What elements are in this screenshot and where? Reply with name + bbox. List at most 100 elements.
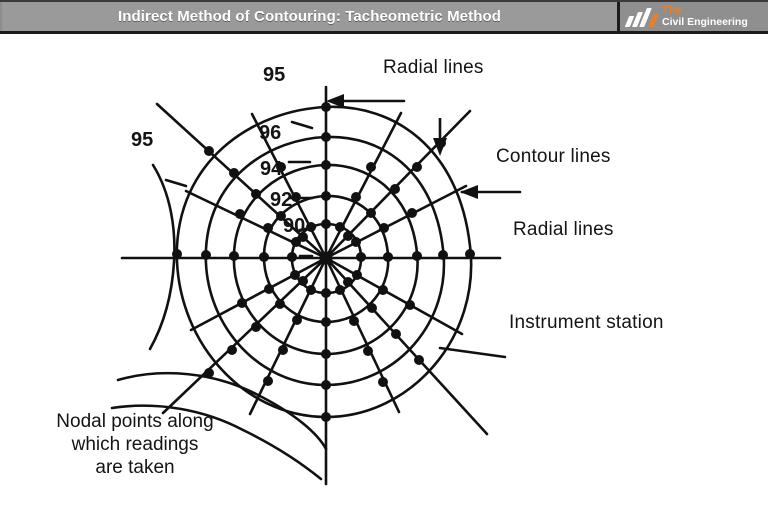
radial-line-sse xyxy=(324,256,401,414)
nodal-point xyxy=(383,252,393,262)
caption-line-3: are taken xyxy=(95,457,175,479)
nodal-point xyxy=(298,276,308,286)
nodal-point xyxy=(407,208,417,218)
nodal-points-caption: Nodal points along which readings are ta… xyxy=(20,410,250,480)
annotation-radial-lines-right: Radial lines xyxy=(513,219,614,240)
nodal-point xyxy=(229,168,239,178)
nodal-points-group xyxy=(172,102,475,422)
annotation-instrument-station: Instrument station xyxy=(509,312,664,333)
nodal-point xyxy=(436,138,446,148)
nodal-point xyxy=(366,162,376,172)
title-cell: Indirect Method of Contouring: Tacheomet… xyxy=(0,2,620,31)
nodal-point xyxy=(292,315,302,325)
contour-label-96: 96 xyxy=(259,122,282,144)
nodal-point xyxy=(378,377,388,387)
nodal-point xyxy=(276,162,286,172)
nodal-point xyxy=(343,231,353,241)
nodal-point xyxy=(412,251,422,261)
diagram-stage: 95 95 96 94 92 90 Radial lines Contour l… xyxy=(0,34,768,509)
nodal-point xyxy=(405,300,415,310)
nodal-point xyxy=(263,376,273,386)
radial-line-nw xyxy=(155,102,328,260)
nodal-point xyxy=(201,250,211,260)
nodal-point xyxy=(276,211,286,221)
arrowhead-radial-lines-top xyxy=(326,94,344,108)
contour-label-90: 90 xyxy=(283,215,306,237)
nodal-point xyxy=(204,368,214,378)
nodal-point xyxy=(278,345,288,355)
caption-line-1: Nodal points along xyxy=(56,411,214,432)
annotation-radial-lines-top: Radial lines xyxy=(383,57,484,78)
nodal-point xyxy=(275,299,285,309)
leader-label-95-left xyxy=(164,178,188,188)
nodal-point xyxy=(321,219,331,229)
nodal-point xyxy=(321,349,331,359)
leader-label-95-top xyxy=(290,120,314,130)
radial-line-ese xyxy=(324,256,464,336)
brand-logo[interactable]: The Civil Engineering xyxy=(620,2,768,31)
nodal-point xyxy=(321,132,331,142)
nodal-point xyxy=(321,102,331,112)
nodal-point xyxy=(321,160,331,170)
nodal-point xyxy=(291,237,301,247)
tacheometric-contouring-diagram xyxy=(110,85,522,486)
contour-open-arc-bottom-1 xyxy=(116,371,328,451)
contour-open-arc-left-95 xyxy=(148,163,176,351)
nodal-point xyxy=(235,209,245,219)
nodal-point xyxy=(465,249,475,259)
nodal-point xyxy=(227,345,237,355)
nodal-point xyxy=(349,316,359,326)
nodal-point xyxy=(378,285,388,295)
page-title: Indirect Method of Contouring: Tacheomet… xyxy=(117,8,502,25)
nodal-point xyxy=(251,322,261,332)
instrument-station-point xyxy=(319,251,333,265)
nodal-point xyxy=(321,412,331,422)
nodal-point xyxy=(343,277,353,287)
nodal-point xyxy=(363,346,373,356)
contour-label-95-top: 95 xyxy=(263,64,286,86)
nodal-point xyxy=(291,192,301,202)
leader-instrument-station xyxy=(438,346,507,359)
slash-mark-logo-icon xyxy=(624,6,660,28)
radial-line-wsw xyxy=(189,256,328,332)
radial-line-nne xyxy=(324,111,403,260)
nodal-point xyxy=(356,252,366,262)
header-bar: Indirect Method of Contouring: Tacheomet… xyxy=(0,0,768,34)
nodal-point xyxy=(412,162,422,172)
contour-label-92: 92 xyxy=(270,189,293,211)
nodal-point xyxy=(366,208,376,218)
contour-open-arc-bottom-2 xyxy=(110,404,323,481)
nodal-point xyxy=(335,222,345,232)
caption-line-2: which readings xyxy=(71,434,199,456)
radial-line-sw xyxy=(161,256,328,415)
nodal-point xyxy=(321,380,331,390)
radial-line-se xyxy=(324,256,489,436)
arrowhead-contour-lines xyxy=(460,185,478,199)
nodal-point xyxy=(251,189,261,199)
radial-line-ene xyxy=(324,184,468,260)
nodal-point xyxy=(351,192,361,202)
logo-line-the: The xyxy=(662,4,682,17)
nodal-point xyxy=(351,237,361,247)
nodal-point xyxy=(204,146,214,156)
nodal-point xyxy=(229,251,239,261)
nodal-point xyxy=(298,232,308,242)
radial-line-wnw xyxy=(184,189,328,260)
nodal-point xyxy=(367,303,377,313)
nodal-point xyxy=(264,284,274,294)
nodal-point xyxy=(263,223,273,233)
nodal-point xyxy=(237,298,247,308)
nodal-point xyxy=(287,252,297,262)
logo-line-civil-engineering: Civil Engineering xyxy=(662,16,748,29)
nodal-point xyxy=(321,288,331,298)
nodal-point xyxy=(352,270,362,280)
nodal-point xyxy=(390,184,400,194)
nodal-point xyxy=(290,270,300,280)
nodal-point xyxy=(321,191,331,201)
contour-label-95-left: 95 xyxy=(131,129,154,151)
nodal-point xyxy=(306,285,316,295)
nodal-point xyxy=(259,252,269,262)
nodal-point xyxy=(335,285,345,295)
nodal-point xyxy=(438,250,448,260)
radial-line-ssw xyxy=(248,256,328,416)
